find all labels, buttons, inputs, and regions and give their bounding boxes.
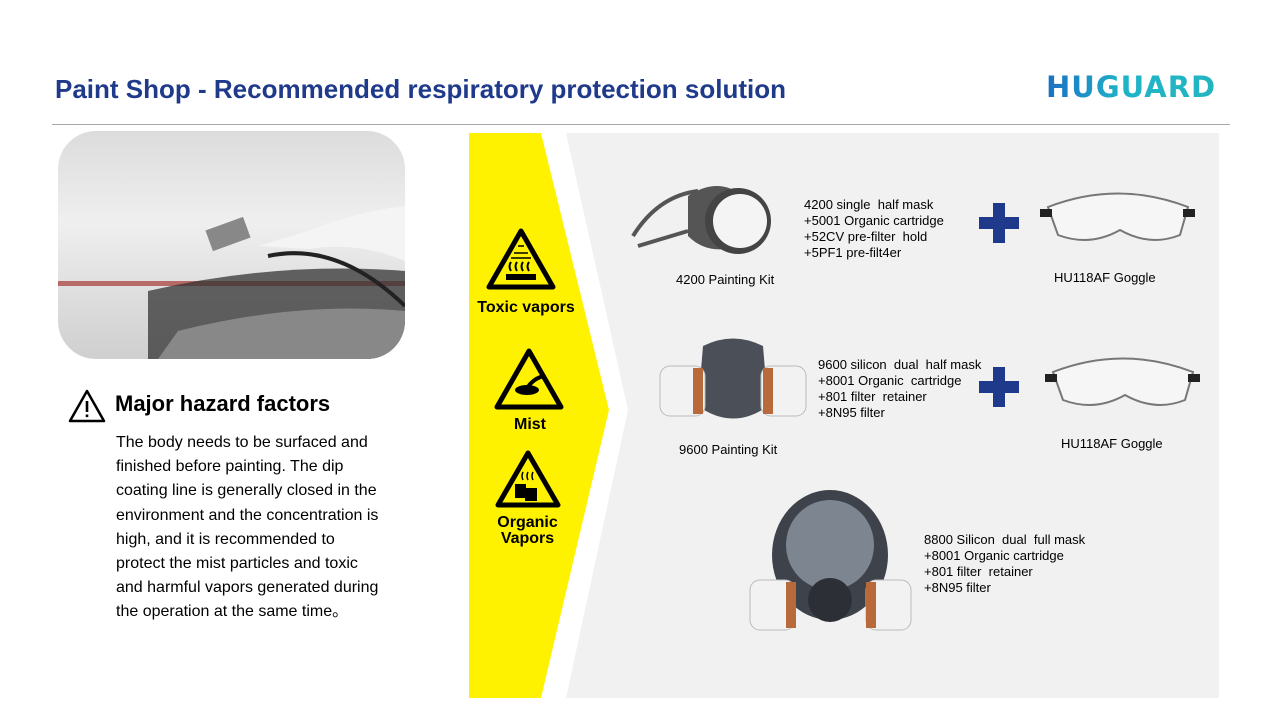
desc-line: +52CV pre-filter hold — [804, 229, 928, 244]
desc-line: +8N95 filter — [818, 405, 885, 420]
goggle-label: HU118AF Goggle — [1054, 270, 1156, 285]
goggle-image — [1045, 357, 1200, 406]
goggle-image — [1040, 192, 1195, 241]
paint-spraying-photo — [58, 131, 405, 359]
desc-line: +8001 Organic cartridge — [924, 548, 1064, 563]
8800-full-mask-image — [749, 490, 912, 631]
product-description: 4200 single half mask+5001 Organic cartr… — [804, 197, 944, 261]
goggle-label: HU118AF Goggle — [1061, 436, 1163, 451]
desc-line: 4200 single half mask — [804, 197, 934, 212]
desc-line: +801 filter retainer — [818, 389, 927, 404]
solutions-panel — [566, 133, 1219, 698]
page-title: Paint Shop - Recommended respiratory pro… — [55, 74, 786, 104]
desc-line: 9600 silicon dual half mask — [818, 357, 982, 372]
divider — [52, 124, 1230, 125]
product-description: 9600 silicon dual half mask+8001 Organic… — [818, 357, 981, 421]
kit-label: 4200 Painting Kit — [676, 272, 775, 287]
desc-line: +8N95 filter — [924, 580, 991, 595]
hazard-description: The body needs to be surfaced and finish… — [116, 434, 379, 621]
plus-icon — [979, 367, 1019, 407]
desc-line: +801 filter retainer — [924, 564, 1033, 579]
hazard-heading: Major hazard factors — [115, 391, 331, 416]
hazard-label: Mist — [514, 416, 546, 433]
desc-line: 8800 Silicon dual full mask — [924, 532, 1086, 547]
toxic-vapors-warning-icon — [486, 228, 556, 290]
huguard-logo: HUGUARD — [1046, 70, 1217, 104]
4200-half-mask-image — [631, 186, 771, 254]
hazard-label: Toxic vapors — [477, 299, 575, 316]
warning-icon — [68, 389, 106, 423]
kit-label: 9600 Painting Kit — [679, 442, 778, 457]
product-description: 8800 Silicon dual full mask+8001 Organic… — [924, 532, 1085, 596]
plus-icon — [979, 203, 1019, 243]
desc-line: +5PF1 pre-filt4er — [804, 245, 902, 260]
9600-half-mask-image — [659, 338, 807, 419]
desc-line: +5001 Organic cartridge — [804, 213, 944, 228]
mist-warning-icon — [494, 348, 564, 410]
organic-vapors-warning-icon — [495, 450, 561, 508]
desc-line: +8001 Organic cartridge — [818, 373, 962, 388]
hazard-label: Organic Vapors — [497, 514, 558, 547]
